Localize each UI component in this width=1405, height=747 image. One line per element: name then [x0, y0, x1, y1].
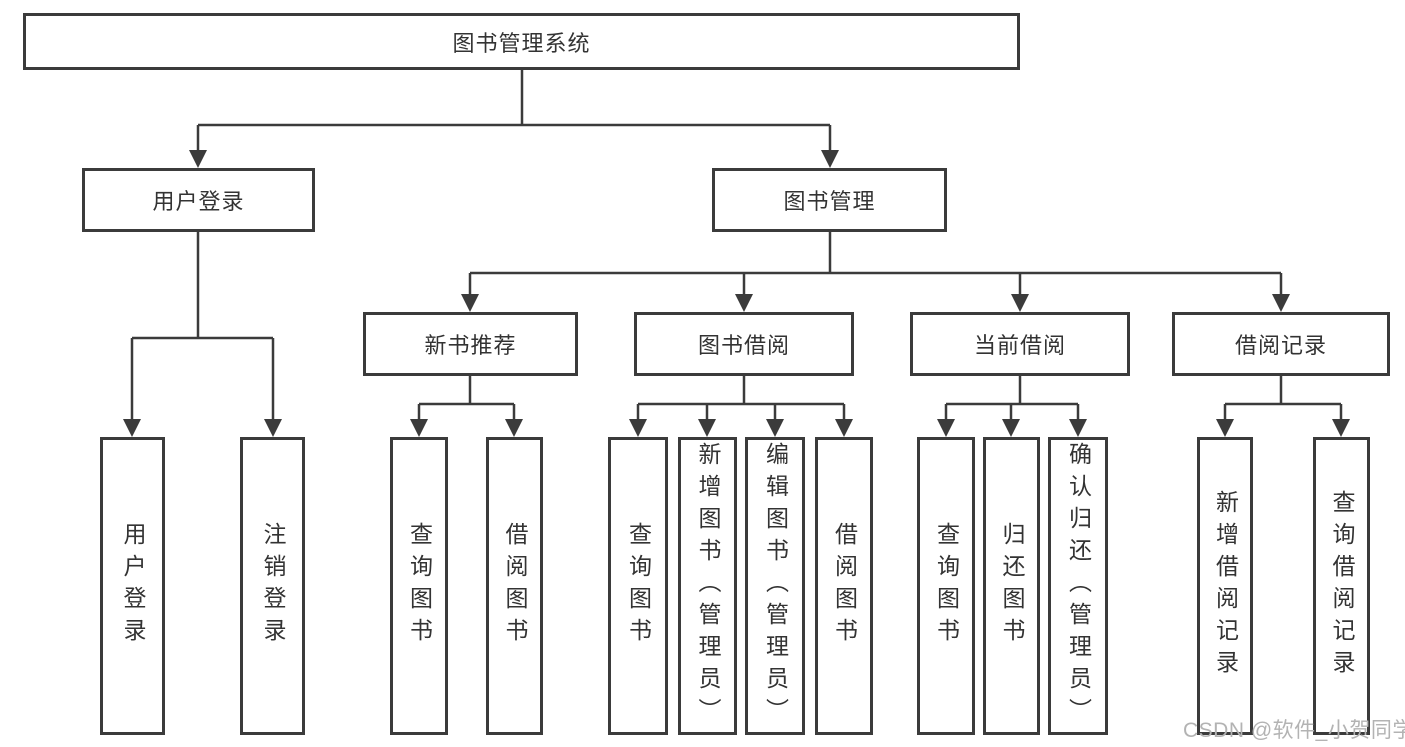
leaf-label: 借阅图书: [831, 522, 858, 650]
leaf-borrow-books: 借阅图书: [815, 437, 873, 735]
node-library-system: 图书管理系统: [23, 13, 1020, 70]
leaf-label: 查询图书: [625, 522, 652, 650]
arrowhead-down-icon: [1069, 419, 1087, 437]
node-new-book-recommendation: 新书推荐: [363, 312, 578, 376]
arrowhead-down-icon: [264, 419, 282, 437]
leaf-user-login: 用户登录: [100, 437, 165, 735]
node-user-login: 用户登录: [82, 168, 315, 232]
arrowhead-down-icon: [735, 294, 753, 312]
leaf-return-books: 归还图书: [983, 437, 1040, 735]
node-book-management: 图书管理: [712, 168, 947, 232]
leaf-label: 借阅图书: [502, 522, 528, 650]
leaf-add-book-admin: 新增图书（管理员）: [678, 437, 737, 735]
leaf-label: 新增图书（管理员）: [695, 442, 721, 730]
leaf-label: 查询图书: [933, 522, 960, 650]
leaf-label: 用户登录: [120, 522, 146, 650]
leaf-search-books-recommend: 查询图书: [390, 437, 448, 735]
leaf-label: 编辑图书（管理员）: [762, 442, 789, 730]
arrowhead-down-icon: [1332, 419, 1350, 437]
arrowhead-down-icon: [505, 419, 523, 437]
arrowhead-down-icon: [123, 419, 141, 437]
leaf-label: 注销登录: [260, 522, 286, 650]
leaf-label: 查询借阅记录: [1329, 490, 1355, 682]
leaf-search-books-current: 查询图书: [917, 437, 975, 735]
arrowhead-down-icon: [629, 419, 647, 437]
arrowhead-down-icon: [821, 150, 839, 168]
arrowhead-down-icon: [1216, 419, 1234, 437]
arrowhead-down-icon: [1011, 294, 1029, 312]
leaf-label: 查询图书: [406, 522, 433, 650]
leaf-logout: 注销登录: [240, 437, 305, 735]
arrowhead-down-icon: [1272, 294, 1290, 312]
connector-segments: [130, 70, 1343, 421]
arrowhead-down-icon: [698, 419, 716, 437]
arrowhead-down-icon: [766, 419, 784, 437]
leaf-borrow-books-recommend: 借阅图书: [486, 437, 543, 735]
leaf-search-books-borrowing: 查询图书: [608, 437, 668, 735]
arrowhead-down-icon: [410, 419, 428, 437]
leaf-label: 确认归还（管理员）: [1065, 442, 1092, 730]
node-book-borrowing: 图书借阅: [634, 312, 854, 376]
arrowhead-down-icon: [937, 419, 955, 437]
arrowheads: [123, 150, 1350, 437]
watermark: CSDN @软件_小贺同学: [1183, 719, 1405, 742]
arrowhead-down-icon: [461, 294, 479, 312]
arrowhead-down-icon: [1002, 419, 1020, 437]
leaf-label: 新增借阅记录: [1212, 490, 1239, 682]
node-current-borrowing: 当前借阅: [910, 312, 1130, 376]
leaf-label: 归还图书: [999, 522, 1025, 650]
leaf-add-borrow-record: 新增借阅记录: [1197, 437, 1253, 735]
leaf-search-borrow-record: 查询借阅记录: [1313, 437, 1370, 735]
arrowhead-down-icon: [189, 150, 207, 168]
node-borrowing-records: 借阅记录: [1172, 312, 1390, 376]
leaf-confirm-return-admin: 确认归还（管理员）: [1048, 437, 1108, 735]
arrowhead-down-icon: [835, 419, 853, 437]
leaf-edit-book-admin: 编辑图书（管理员）: [745, 437, 805, 735]
